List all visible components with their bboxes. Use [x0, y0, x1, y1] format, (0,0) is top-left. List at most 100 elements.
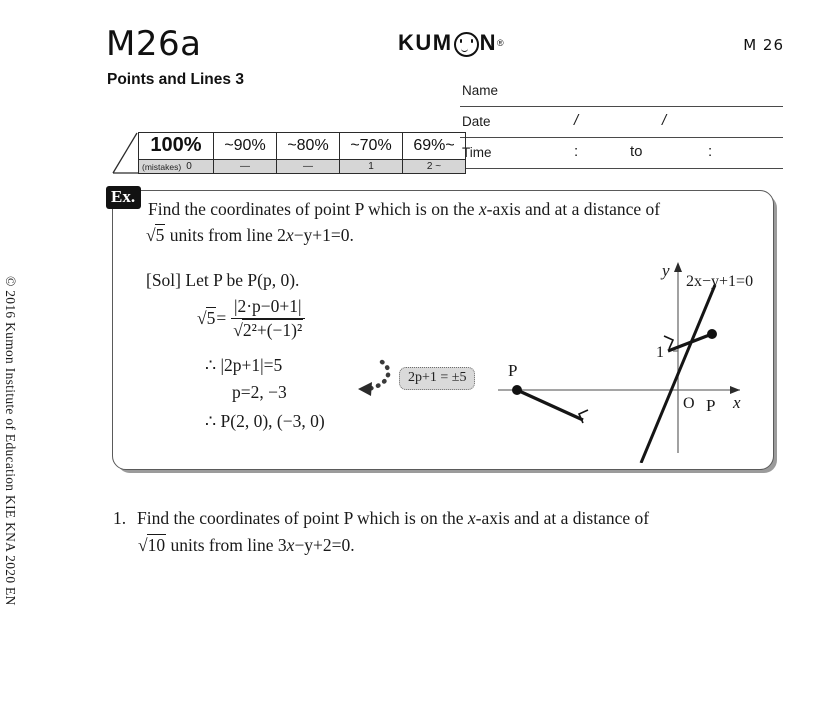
graph-line-2x-y-1 [639, 284, 717, 463]
radicand-denominator: 2²+(−1)² [241, 319, 304, 340]
graph-line-label: 2x−y+1=0 [686, 273, 753, 290]
example-badge: Ex. [106, 186, 142, 209]
x-axis-arrow [730, 386, 740, 394]
sqrt-denominator: √2²+(−1)² [232, 319, 304, 341]
example-statement-line2: √5 units from line 2x−y+1=0. [145, 222, 748, 248]
score-mistakes-0: (mistakes) 0 [139, 159, 213, 173]
question-1: 1. Find the coordinates of point P which… [113, 505, 733, 559]
right-angle-mark-upper [663, 335, 675, 350]
level-code: M 26 [743, 36, 784, 54]
y-tick-label-1: 1 [656, 344, 664, 361]
time-label: Time [462, 145, 492, 160]
score-percent-0: 100% [150, 134, 202, 156]
coordinate-graph: y x O 1 2x−y+1=0 P P [498, 261, 753, 463]
example-statement-line2-var-x: x [285, 225, 294, 246]
question-1-line2-var-x: x [286, 535, 295, 556]
radical-sign: √ [197, 308, 207, 328]
example-statement-var-x: x [478, 199, 487, 219]
question-1-line2-pre: units from line 3 [170, 535, 287, 556]
name-label: Name [462, 83, 499, 98]
question-1-pre: Find the coordinates of point P which is… [137, 508, 468, 528]
time-row[interactable]: Time : to : [460, 138, 783, 169]
info-block: Name Date / / Time : to : [460, 76, 783, 169]
question-1-var-x: x [467, 508, 476, 528]
date-separator-1: / [574, 112, 579, 129]
radical-sign: √ [233, 320, 243, 340]
y-axis-arrow [674, 262, 682, 272]
mistakes-value-0: 0 [186, 161, 192, 172]
origin-label: O [683, 395, 695, 412]
equals-sign: = [216, 308, 227, 328]
score-cell-70: ~70% 1 [340, 132, 403, 174]
solution-text: Let P be P(p, 0). [185, 270, 300, 290]
equation-fraction: |2·p−0+1| √2²+(−1)² [229, 296, 306, 341]
time-colon-1: : [574, 143, 579, 160]
sqrt-10: √10 [137, 532, 167, 559]
radicand-10: 10 [146, 534, 167, 556]
example-statement-line2-post: −y+1=0. [293, 225, 354, 246]
point-label-p-right: P [706, 396, 715, 415]
worksheet-code: M26a [106, 24, 202, 64]
solution-final-answer: ∴ P(2, 0), (−3, 0) [205, 411, 325, 431]
copyright-notice: © 2016 Kumon Institute of Education KIE … [3, 276, 18, 606]
solution-label: [Sol] [146, 270, 181, 290]
radicand: 5 [154, 224, 166, 246]
sqrt-5-lhs: √5 [196, 307, 217, 329]
point-p-right [707, 329, 717, 339]
example-statement-post: -axis and at a distance of [486, 199, 661, 219]
score-mistakes-3: 1 [340, 159, 402, 173]
radicand-lhs: 5 [205, 307, 217, 328]
time-to-label: to [630, 143, 643, 160]
perpendicular-left [516, 388, 584, 422]
score-cell-69: 69%~ 2 ~ [403, 132, 466, 174]
score-percent-3: ~70% [350, 136, 392, 154]
point-label-p-left: P [508, 361, 517, 380]
example-statement: Find the coordinates of point P which is… [145, 196, 748, 249]
kumon-logo-smile [460, 48, 468, 52]
point-p-left [512, 385, 522, 395]
kumon-logo-face-icon [453, 31, 479, 57]
fraction-denominator: √2²+(−1)² [229, 319, 306, 341]
solution-step-p-values: p=2, −3 [232, 382, 287, 402]
y-axis-label: y [660, 261, 670, 280]
question-1-number: 1. [113, 508, 127, 528]
question-1-line2-post: −y+2=0. [294, 535, 355, 556]
x-axis-label: x [732, 393, 741, 412]
time-colon-2: : [708, 143, 713, 160]
solution-intro: [Sol] Let P be P(p, 0). [146, 270, 299, 291]
kumon-logo: KUM N® [398, 30, 504, 57]
score-mistakes-2: — [277, 159, 339, 173]
score-table: 100% (mistakes) 0 ~90% — ~80% — ~70% 1 6… [112, 132, 466, 174]
corner-slash-icon [112, 132, 138, 174]
example-statement-line2-pre: units from line 2 [169, 225, 286, 246]
score-percent-2: ~80% [287, 136, 329, 154]
solution-step-absolute: ∴ |2p+1|=5 [205, 355, 283, 375]
fraction-numerator: |2·p−0+1| [230, 296, 305, 319]
hint-callout: 2p+1 = ±5 [399, 367, 476, 390]
radical-sign: √ [146, 225, 156, 246]
kumon-logo-text-right: N [479, 30, 497, 55]
date-separator-2: / [662, 112, 667, 129]
score-cell-80: ~80% — [277, 132, 340, 174]
hint-arrow-icon [358, 359, 391, 396]
perpendicular-right [667, 332, 713, 353]
example-box [112, 190, 774, 470]
sqrt-5: √5 [145, 222, 166, 248]
name-row[interactable]: Name [460, 76, 783, 107]
registered-mark: ® [497, 38, 504, 48]
distance-equation: √5 = |2·p−0+1| √2²+(−1)² [196, 296, 306, 341]
score-cell-90: ~90% — [214, 132, 277, 174]
score-table-corner [112, 132, 138, 174]
score-mistakes-4: 2 ~ [403, 159, 465, 173]
kumon-logo-text-left: KUM [398, 30, 453, 55]
score-percent-1: ~90% [224, 136, 266, 154]
date-row[interactable]: Date / / [460, 107, 783, 138]
right-angle-mark-lower [577, 409, 589, 424]
score-cell-100: 100% (mistakes) 0 [138, 132, 214, 174]
example-statement-pre: Find the coordinates of point P which is… [148, 199, 479, 219]
date-label: Date [462, 114, 491, 129]
question-1-post: -axis and at a distance of [475, 508, 650, 528]
worksheet-title: Points and Lines 3 [107, 71, 244, 88]
score-percent-4: 69%~ [413, 136, 455, 154]
question-1-body: Find the coordinates of point P which is… [137, 505, 733, 559]
